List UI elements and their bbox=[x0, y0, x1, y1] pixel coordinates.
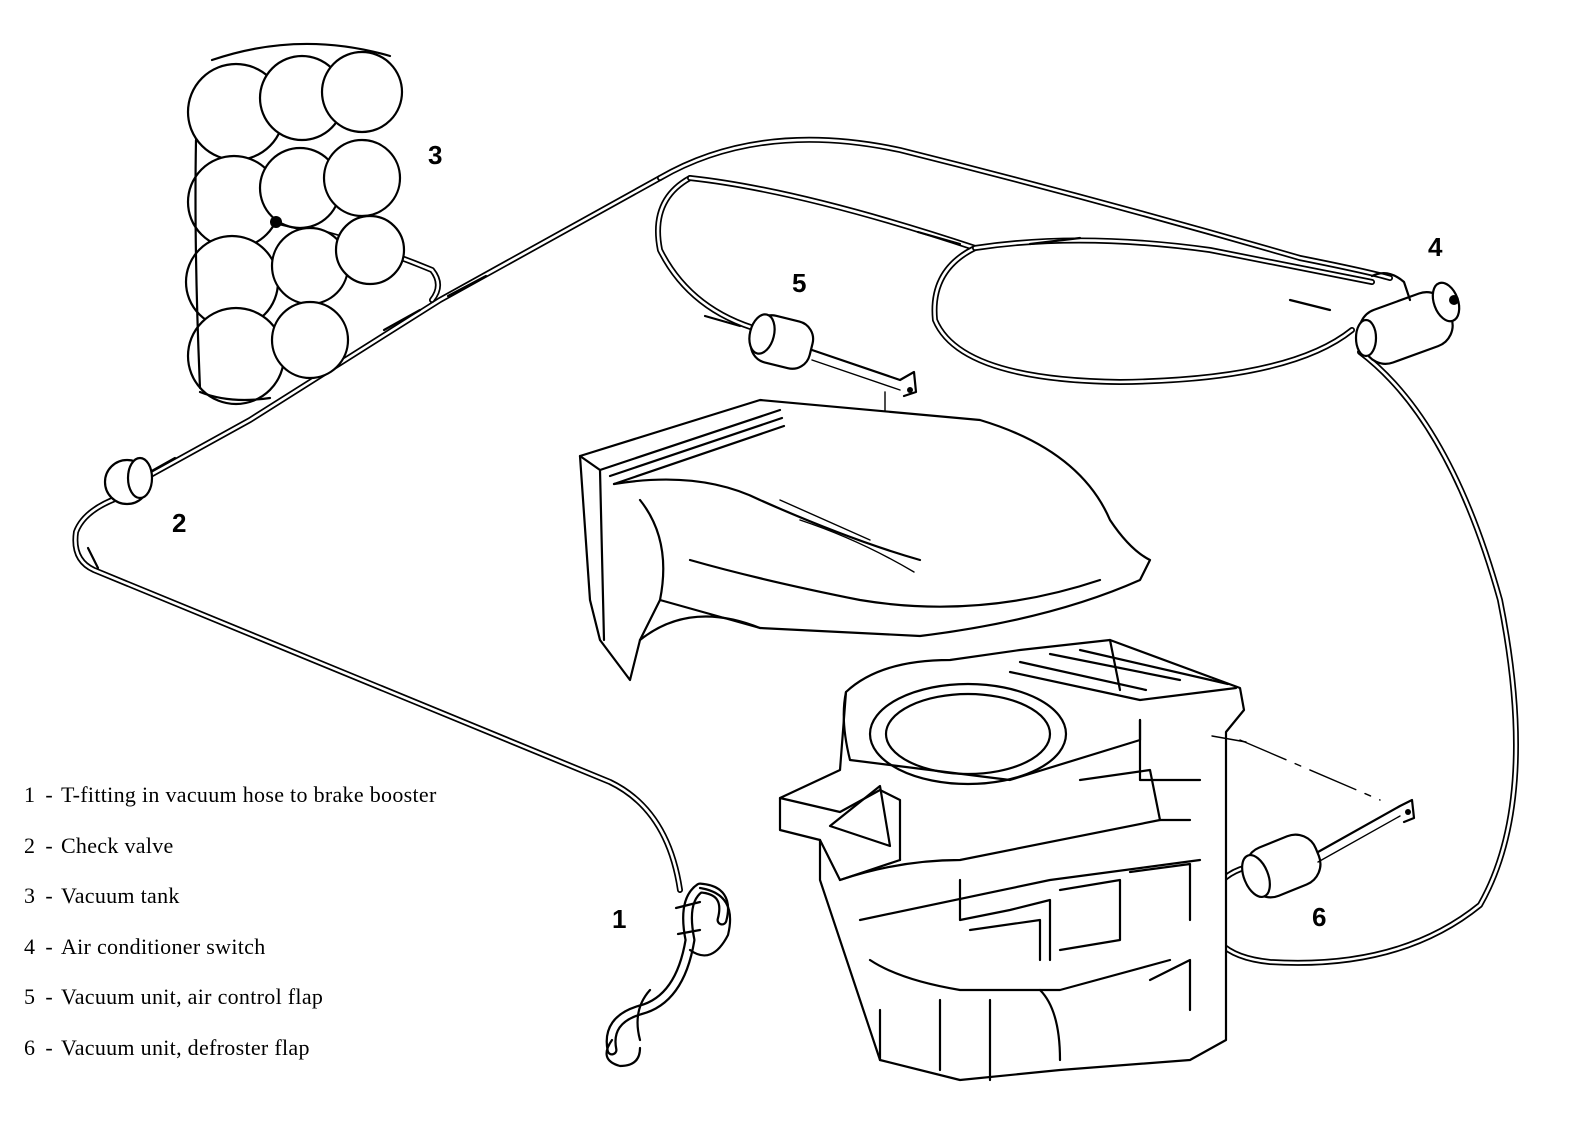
legend-item: 3-Vacuum tank bbox=[24, 883, 437, 934]
vacuum-unit-5 bbox=[748, 313, 918, 421]
legend-number: 1 bbox=[24, 782, 36, 807]
t-fitting bbox=[605, 882, 732, 1068]
legend-number: 5 bbox=[24, 984, 36, 1009]
legend-item: 6-Vacuum unit, defroster flap bbox=[24, 1035, 437, 1086]
legend-text: Air conditioner switch bbox=[60, 933, 266, 959]
legend-separator: - bbox=[45, 832, 53, 858]
legend-text: Vacuum tank bbox=[60, 883, 180, 908]
callout-1: 1 bbox=[612, 904, 626, 934]
blower-housing bbox=[778, 638, 1247, 1082]
legend-number: 3 bbox=[24, 883, 36, 908]
legend-text: Check valve bbox=[60, 832, 174, 858]
legend-separator: - bbox=[45, 1034, 53, 1060]
callout-6: 6 bbox=[1312, 902, 1326, 932]
vacuum-tank bbox=[184, 42, 406, 406]
legend-text: Vacuum unit, defroster flap bbox=[60, 1034, 310, 1060]
vacuum-unit-6 bbox=[1239, 739, 1416, 899]
callout-5: 5 bbox=[792, 268, 806, 298]
legend-separator: - bbox=[45, 883, 53, 908]
legend-separator: - bbox=[45, 984, 53, 1009]
legend-item: 4-Air conditioner switch bbox=[24, 934, 437, 985]
parts-legend: 1-T-fitting in vacuum hose to brake boos… bbox=[24, 782, 437, 1085]
legend-number: 4 bbox=[24, 933, 36, 959]
legend-item: 2-Check valve bbox=[24, 833, 437, 884]
legend-number: 2 bbox=[24, 832, 36, 858]
callout-4: 4 bbox=[1428, 232, 1443, 262]
callout-2: 2 bbox=[172, 508, 186, 538]
legend-separator: - bbox=[45, 782, 53, 807]
air-duct-cover bbox=[578, 398, 1152, 682]
legend-separator: - bbox=[45, 933, 53, 959]
check-valve bbox=[103, 456, 154, 506]
legend-item: 1-T-fitting in vacuum hose to brake boos… bbox=[24, 782, 437, 833]
callout-3: 3 bbox=[428, 140, 442, 170]
legend-number: 6 bbox=[24, 1034, 36, 1060]
legend-text: T-fitting in vacuum hose to brake booste… bbox=[60, 782, 437, 807]
air-conditioner-switch bbox=[1354, 271, 1461, 365]
callout-labels: 1 2 3 4 5 6 bbox=[172, 140, 1443, 934]
legend-text: Vacuum unit, air control flap bbox=[60, 984, 324, 1009]
legend-item: 5-Vacuum unit, air control flap bbox=[24, 984, 437, 1035]
